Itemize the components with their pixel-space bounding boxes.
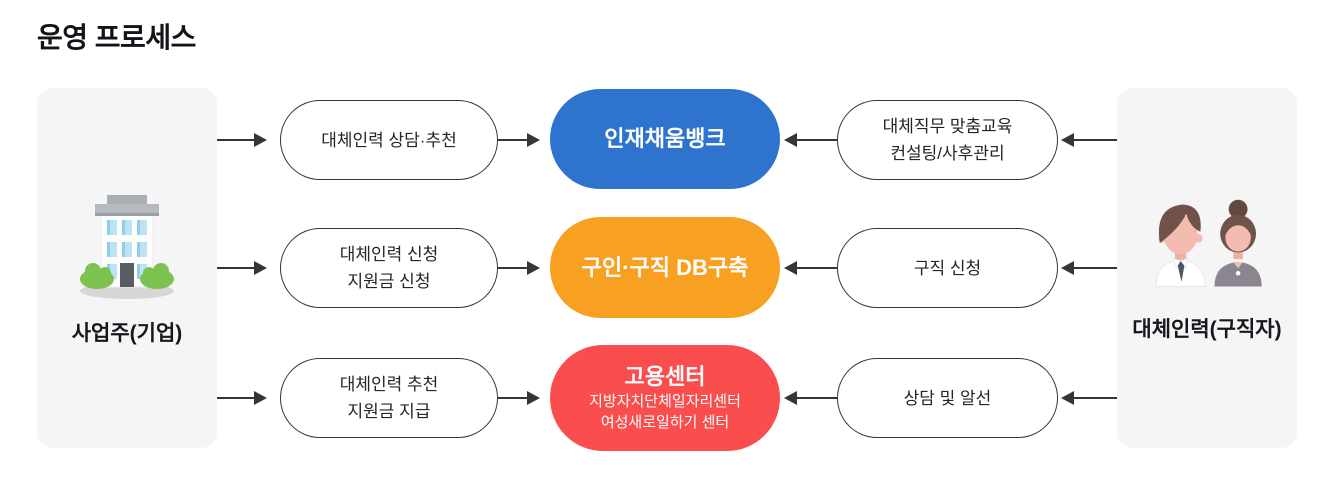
pill-jobseeking-apply: 구직 신청 [837, 228, 1058, 308]
arrow-employer-to-apply [217, 261, 267, 275]
arrowhead-right-icon [527, 133, 540, 147]
pill-label-line: 지원금 지급 [347, 402, 431, 421]
arrowhead-right-icon [254, 261, 267, 275]
pill-substitute-consult-recommend: 대체인력 상담·추천 [280, 100, 498, 180]
arrowhead-right-icon [527, 391, 540, 405]
arrow-jobseeker-to-jobapply [1061, 261, 1117, 275]
node-employment-center: 고용센터 지방자치단체일자리센터 여성새로일하기 센터 [550, 345, 780, 451]
employer-label: 사업주(기업) [71, 322, 183, 345]
arrowhead-right-icon [254, 133, 267, 147]
pill-label-line: 지원금 신청 [347, 272, 431, 291]
jobseeker-label: 대체인력(구직자) [1132, 318, 1282, 341]
jobseeker-panel: 대체인력(구직자) [1117, 88, 1297, 448]
arrow-employer-to-recommend [217, 391, 267, 405]
arrowhead-right-icon [254, 391, 267, 405]
arrow-placement-to-center [784, 391, 837, 405]
pill-substitute-apply-subsidy-apply: 대체인력 신청 지원금 신청 [280, 228, 498, 308]
pill-label-line: 대체인력 추천 [339, 375, 439, 394]
page-title: 운영 프로세스 [37, 22, 196, 53]
arrowhead-left-icon [1061, 133, 1074, 147]
node-subtitle-line: 지방자치단체일자리센터 [589, 393, 741, 410]
pill-label: 구직 신청 [913, 258, 982, 278]
node-job-db-build: 구인·구직 DB구축 [550, 217, 780, 318]
pill-consult-placement: 상담 및 알선 [837, 358, 1058, 438]
node-title: 고용센터 [624, 364, 706, 389]
node-talent-filling-bank: 인재채움뱅크 [550, 89, 780, 189]
pill-label: 상담 및 알선 [903, 388, 992, 408]
employer-panel: 사업주(기업) [37, 88, 217, 448]
arrow-consult-to-bank [498, 133, 540, 147]
arrow-training-to-bank [784, 133, 837, 147]
arrowhead-left-icon [784, 261, 797, 275]
node-title: 인재채움뱅크 [604, 126, 726, 151]
arrow-jobapply-to-db [784, 261, 837, 275]
pill-label: 대체인력 상담·추천 [321, 130, 457, 150]
pill-substitute-recommend-subsidy-pay: 대체인력 추천 지원금 지급 [280, 358, 498, 438]
pill-custom-training-consulting: 대체직무 맞춤교육 컨설팅/사후관리 [837, 100, 1058, 180]
building-icon [80, 195, 174, 299]
node-title: 구인·구직 DB구축 [581, 254, 749, 280]
arrowhead-right-icon [527, 261, 540, 275]
people-icon [1155, 199, 1262, 287]
arrowhead-left-icon [784, 391, 797, 405]
pill-label-line: 컨설팅/사후관리 [890, 144, 1005, 163]
arrowhead-left-icon [1061, 391, 1074, 405]
arrow-jobseeker-to-placement [1061, 391, 1117, 405]
arrowhead-left-icon [784, 133, 797, 147]
arrow-employer-to-consult [217, 133, 267, 147]
pill-label-line: 대체인력 신청 [339, 245, 439, 264]
arrow-jobseeker-to-training [1061, 133, 1117, 147]
arrow-apply-to-db [498, 261, 540, 275]
pill-label-line: 대체직무 맞춤교육 [882, 117, 1013, 136]
arrowhead-left-icon [1061, 261, 1074, 275]
node-subtitle-line: 여성새로일하기 센터 [600, 414, 730, 431]
arrow-recommend-to-center [498, 391, 540, 405]
